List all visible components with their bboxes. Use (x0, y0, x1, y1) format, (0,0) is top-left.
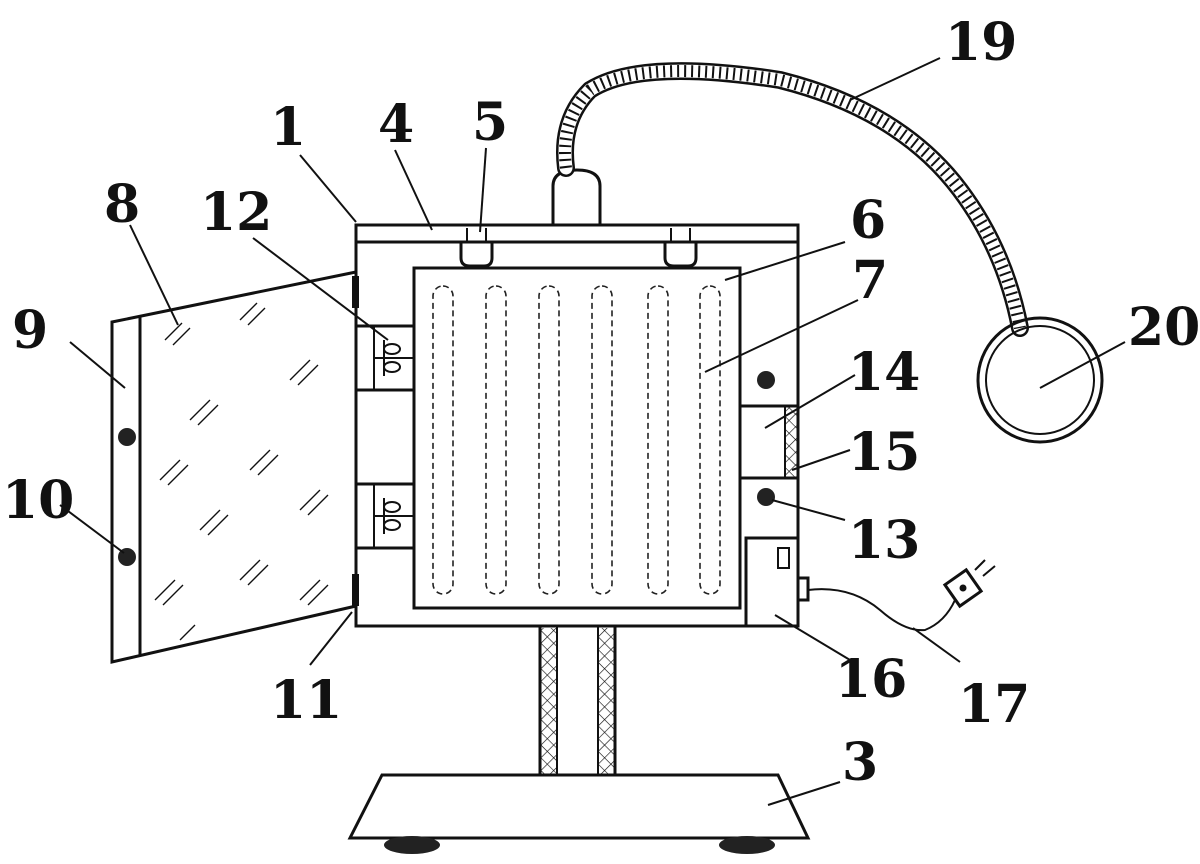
flexible-hose (556, 62, 1029, 337)
control-box (744, 536, 810, 628)
label-11: 11 (270, 670, 342, 731)
label-5: 5 (472, 92, 508, 153)
reference-numerals: 1 4 5 6 7 8 9 10 11 12 13 14 15 16 17 19… (2, 12, 1200, 793)
label-16: 16 (835, 649, 907, 710)
ring-lamp (976, 316, 1104, 444)
label-8: 8 (104, 174, 140, 235)
fan-units (354, 324, 416, 550)
open-door (110, 270, 358, 664)
door-hinges (352, 276, 359, 606)
label-10: 10 (2, 470, 74, 531)
base-stand (347, 773, 811, 854)
support-column (538, 624, 617, 777)
leader-lines (59, 57, 1126, 806)
label-20: 20 (1128, 297, 1200, 358)
top-connector (551, 168, 602, 225)
label-19: 19 (945, 12, 1017, 73)
power-cable (807, 559, 996, 632)
drying-rack (412, 266, 742, 610)
rack-slots (432, 285, 721, 595)
heater-module (738, 371, 800, 506)
label-3: 3 (842, 732, 878, 793)
glass-hatching (154, 302, 329, 641)
label-13: 13 (848, 510, 920, 571)
label-1: 1 (270, 97, 306, 158)
label-12: 12 (200, 182, 272, 243)
label-14: 14 (848, 342, 920, 403)
label-7: 7 (852, 250, 888, 311)
label-4: 4 (378, 94, 414, 155)
label-17: 17 (958, 674, 1030, 735)
hanging-hooks (459, 228, 698, 268)
main-housing (354, 223, 800, 628)
label-15: 15 (848, 422, 920, 483)
label-6: 6 (850, 190, 886, 251)
label-9: 9 (12, 300, 48, 361)
